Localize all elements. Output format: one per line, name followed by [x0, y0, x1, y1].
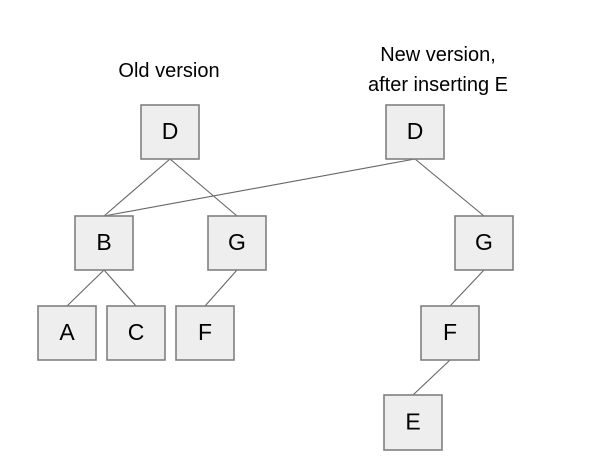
- node-label-old-a: A: [59, 319, 75, 345]
- nodes-layer: D B G A C F D G F E: [37, 104, 514, 451]
- node-box-old-g: [207, 215, 267, 271]
- node-label-new-f: F: [443, 319, 457, 345]
- caption-new-2: after inserting E: [368, 74, 508, 96]
- edge-oldB-oldC: [103, 269, 137, 307]
- node-box-old-b: [74, 215, 134, 271]
- node-box-old-a: [37, 305, 97, 361]
- node-label-old-g: G: [228, 229, 246, 255]
- tree-node-new-d[interactable]: D: [385, 104, 445, 160]
- tree-node-old-g[interactable]: G: [207, 215, 267, 271]
- tree-node-old-f[interactable]: F: [175, 305, 235, 361]
- edge-newF-newE: [412, 359, 451, 396]
- edge-oldD-oldB: [103, 158, 171, 217]
- edge-oldG-oldF: [204, 269, 238, 307]
- node-box-new-e: [383, 394, 443, 451]
- tree-node-new-f[interactable]: F: [420, 305, 480, 361]
- node-box-new-f: [420, 305, 480, 361]
- tree-node-old-d[interactable]: D: [140, 104, 200, 160]
- node-label-old-f: F: [198, 319, 212, 345]
- node-label-old-d: D: [162, 118, 179, 144]
- caption-new-1: New version,: [380, 44, 496, 66]
- tree-node-old-b[interactable]: B: [74, 215, 134, 271]
- edge-newD-newG: [414, 158, 485, 217]
- node-box-old-f: [175, 305, 235, 361]
- tree-node-old-c[interactable]: C: [106, 305, 166, 361]
- edge-oldD-oldG: [169, 158, 238, 217]
- node-box-old-d: [140, 104, 200, 160]
- edge-newD-oldB: [103, 158, 416, 217]
- tree-node-old-a[interactable]: A: [37, 305, 97, 361]
- caption-old: Old version: [118, 60, 219, 82]
- node-box-new-d: [385, 104, 445, 160]
- node-label-new-e: E: [405, 409, 420, 435]
- edge-oldB-oldA: [66, 269, 105, 307]
- tree-node-new-g[interactable]: G: [454, 215, 514, 271]
- captions-layer: Old version New version, after inserting E: [118, 44, 508, 96]
- node-label-old-b: B: [96, 229, 111, 255]
- tree-node-new-e[interactable]: E: [383, 394, 443, 451]
- node-label-new-g: G: [475, 229, 493, 255]
- node-label-old-c: C: [128, 319, 145, 345]
- node-box-new-g: [454, 215, 514, 271]
- node-box-old-c: [106, 305, 166, 361]
- edges-layer: [66, 158, 485, 396]
- edge-newG-newF: [449, 269, 485, 307]
- node-label-new-d: D: [407, 118, 424, 144]
